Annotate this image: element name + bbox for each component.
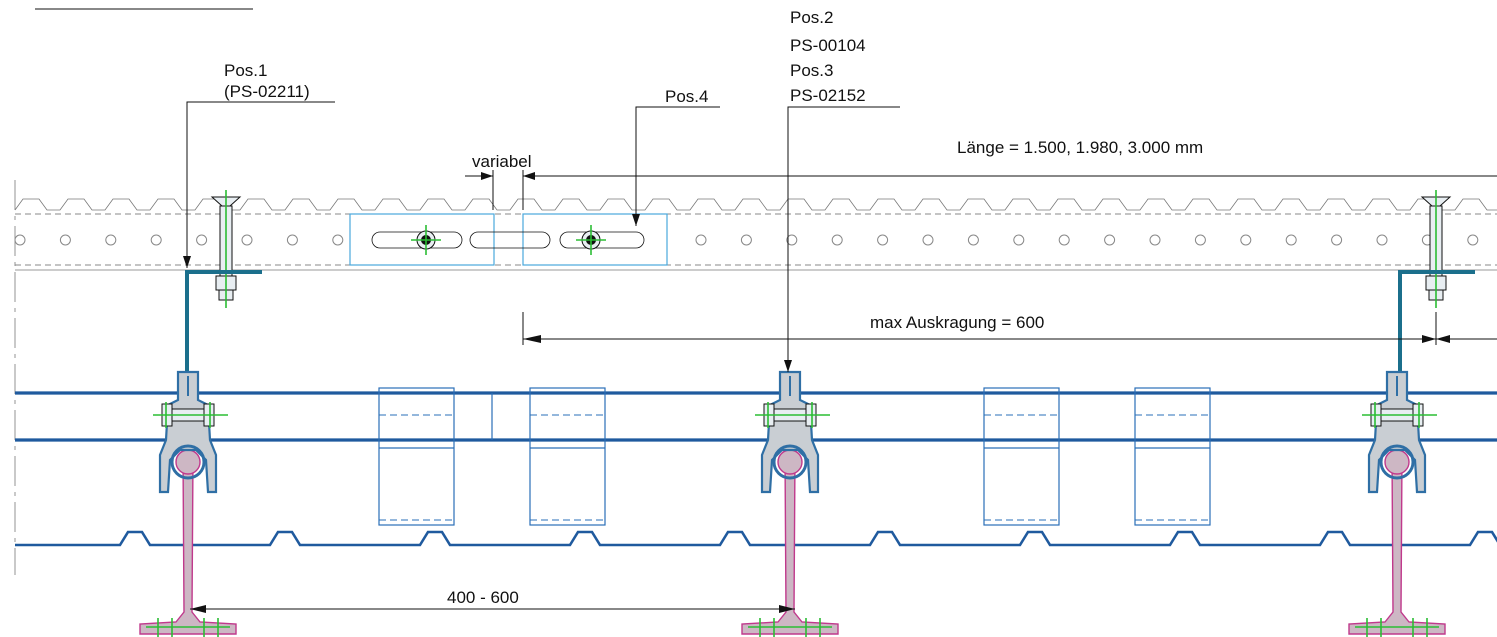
support-assembly bbox=[1348, 370, 1446, 637]
supports bbox=[139, 370, 1446, 637]
angle-bracket-left bbox=[185, 270, 262, 390]
profile-screw-left bbox=[210, 190, 242, 308]
support-assembly bbox=[139, 370, 237, 637]
purlin-rails bbox=[15, 391, 1497, 442]
leader-pos4 bbox=[632, 106, 720, 226]
angle-bracket-right bbox=[1398, 270, 1475, 390]
label-pos1: Pos.1 bbox=[224, 61, 267, 80]
profile-screw-right bbox=[1420, 190, 1452, 308]
label-pos1-code: (PS-02211) bbox=[224, 82, 310, 101]
dim-spacing bbox=[190, 605, 795, 613]
perforated-profile bbox=[14, 198, 1497, 271]
label-pos4: Pos.4 bbox=[665, 87, 708, 106]
corrugated-sheet bbox=[15, 530, 1497, 547]
leader-pos1 bbox=[183, 101, 335, 268]
support-assembly bbox=[741, 370, 839, 637]
label-auskragung: max Auskragung = 600 bbox=[870, 313, 1044, 332]
connector-plates bbox=[349, 213, 668, 266]
label-pos2-code: PS-00104 bbox=[790, 36, 866, 55]
dim-variabel bbox=[465, 170, 1497, 210]
label-pos2: Pos.2 bbox=[790, 8, 833, 27]
label-pos3-code: PS-02152 bbox=[790, 86, 866, 105]
clip-boxes bbox=[378, 387, 1211, 526]
label-laenge: Länge = 1.500, 1.980, 3.000 mm bbox=[957, 138, 1203, 157]
leader-pos2 bbox=[784, 106, 900, 372]
label-pos3: Pos.3 bbox=[790, 61, 833, 80]
label-variabel: variabel bbox=[472, 152, 532, 171]
label-spacing: 400 - 600 bbox=[447, 588, 519, 607]
dim-auskragung bbox=[522, 312, 1497, 345]
